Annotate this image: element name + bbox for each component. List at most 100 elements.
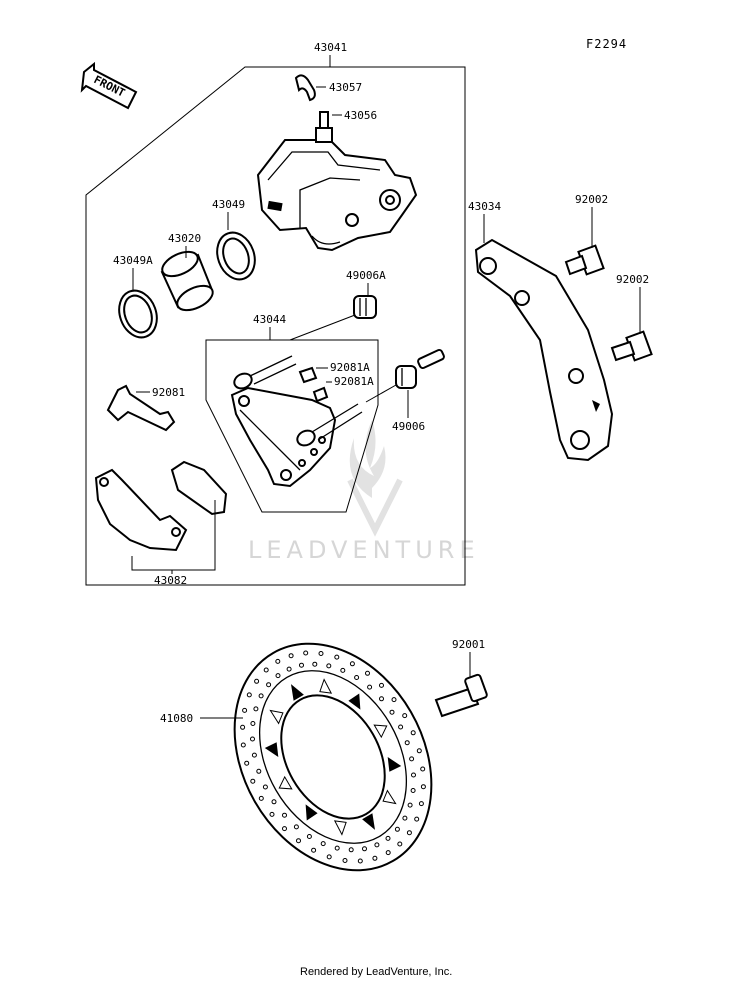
brake-pad-inner	[170, 460, 228, 516]
slide-pin-2	[296, 403, 363, 447]
caliper-mounting-bracket	[474, 238, 614, 462]
disc-hole	[263, 667, 269, 673]
anti-rattle-spring	[106, 384, 176, 432]
disc-vent-slot	[290, 684, 304, 701]
disc-vent-slot	[373, 724, 388, 739]
disc-hole	[282, 826, 287, 832]
disc-hole	[402, 713, 408, 719]
disc-hole	[379, 682, 384, 688]
disc-hole	[244, 760, 250, 766]
label-43034: 43034	[468, 200, 501, 213]
disc-hole	[318, 651, 324, 656]
disc-hole	[326, 854, 332, 860]
disc-hole	[348, 847, 354, 853]
disc-hole	[342, 858, 348, 863]
label-92002-2: 92002	[616, 273, 649, 286]
disc-vent-holes	[240, 650, 426, 864]
bracket-group-box	[205, 339, 379, 513]
disc-vent-slot	[305, 804, 318, 821]
disc-vent-slot	[264, 742, 279, 758]
disc-hole	[250, 736, 255, 742]
disc-hole	[385, 850, 391, 856]
disc-vent-slot	[319, 678, 333, 694]
disc-hole	[258, 795, 264, 801]
front-arrow-icon: FRONT	[80, 61, 138, 110]
diagram-code: F2294	[586, 37, 627, 51]
label-43049: 43049	[212, 198, 245, 211]
disc-hole	[326, 663, 332, 669]
disc-hole	[296, 838, 301, 844]
disc-hole	[275, 673, 281, 679]
disc-hole	[262, 784, 268, 790]
disc-hole	[411, 772, 416, 778]
label-43057: 43057	[329, 81, 362, 94]
disc-hole	[354, 675, 360, 680]
disc-hole	[250, 721, 256, 726]
label-43049A: 43049A	[113, 254, 153, 267]
caliper-body	[256, 139, 418, 252]
disc-hole	[394, 826, 400, 832]
disc-hole	[250, 778, 256, 784]
disc-hole	[340, 667, 346, 673]
bolt-92002-lower	[610, 330, 653, 362]
disc-hole	[271, 799, 277, 805]
disc-hole	[372, 855, 378, 861]
disc-hole	[391, 697, 397, 703]
disc-hole	[420, 784, 426, 790]
label-92001: 92001	[452, 638, 485, 651]
disc-hole	[288, 653, 294, 659]
label-92081A-1: 92081A	[330, 361, 370, 374]
disc-vent-slot	[387, 756, 402, 772]
label-49006A: 49006A	[346, 269, 386, 282]
label-43041: 43041	[314, 41, 347, 54]
disc-hole	[258, 693, 264, 699]
disc-hole	[242, 707, 248, 713]
disc-vent-slot	[278, 775, 293, 790]
disc-vent-slot	[382, 789, 397, 805]
disc-hole	[254, 678, 260, 684]
disc-hole	[349, 661, 355, 667]
disc-hole	[240, 724, 246, 730]
label-92081: 92081	[152, 386, 185, 399]
disc-hole	[266, 682, 272, 688]
disc-hole	[402, 815, 408, 821]
label-43044: 43044	[253, 313, 286, 326]
svg-text:LEADVENTURE: LEADVENTURE	[248, 536, 480, 564]
disc-vent-slot	[269, 709, 284, 725]
label-41080: 41080	[160, 712, 193, 725]
disc-hole	[282, 812, 287, 818]
disc-hole	[410, 730, 416, 736]
label-43056: 43056	[344, 109, 377, 122]
label-43082: 43082	[154, 574, 187, 587]
bolt-92002-upper	[564, 244, 605, 276]
slide-pin-1	[233, 355, 297, 390]
disc-hole	[246, 692, 252, 698]
disc-hole	[379, 696, 384, 702]
disc-hole	[410, 788, 416, 793]
pin-boot	[395, 348, 445, 389]
disc-hole	[240, 742, 246, 748]
bleeder-cap	[294, 74, 316, 102]
disc-hole	[251, 752, 257, 758]
disc-hole	[367, 684, 373, 690]
disc-vent-slot	[362, 813, 376, 830]
disc-hole	[404, 740, 410, 746]
disc-hole	[320, 841, 326, 847]
label-49006: 49006	[392, 420, 425, 433]
disc-hole	[406, 830, 412, 836]
disc-hole	[334, 654, 340, 660]
disc-hole	[334, 845, 340, 851]
bleeder-valve	[315, 111, 333, 143]
disc-hole	[293, 824, 299, 830]
caliper-assembly-box	[85, 66, 466, 586]
disc-hole	[299, 662, 304, 668]
pad-clip-a1	[298, 366, 318, 384]
disc-hole	[365, 670, 370, 676]
pad-clip-a2	[312, 386, 329, 403]
disc-hole	[409, 756, 415, 762]
disc-hole	[414, 816, 420, 822]
caliper-bracket	[230, 386, 337, 488]
disc-hole	[385, 835, 391, 841]
disc-hole	[357, 858, 363, 864]
disc-hole	[398, 724, 404, 730]
